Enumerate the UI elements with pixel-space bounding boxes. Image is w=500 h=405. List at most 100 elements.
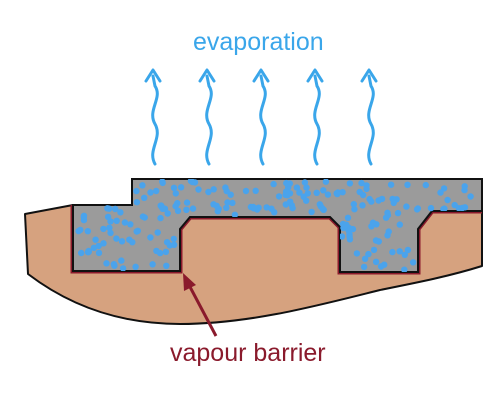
moisture-dot: [444, 196, 451, 204]
moisture-dot: [377, 263, 385, 270]
moisture-dot: [437, 189, 444, 196]
evaporation-arrow-icon: [198, 68, 216, 166]
moisture-dot: [141, 214, 148, 221]
moisture-dot: [183, 206, 190, 213]
moisture-dot: [118, 257, 125, 264]
moisture-dot: [162, 248, 170, 255]
moisture-dot: [461, 186, 468, 194]
moisture-dot: [80, 212, 88, 219]
moisture-dot: [440, 185, 448, 192]
moisture-dot: [287, 198, 294, 205]
moisture-dot: [339, 189, 346, 196]
moisture-dot: [132, 263, 139, 270]
moisture-dot: [365, 250, 372, 258]
moisture-dot: [170, 241, 178, 248]
moisture-dot: [187, 179, 195, 185]
moisture-dot: [210, 201, 217, 208]
moisture-dot: [223, 204, 230, 211]
moisture-dot: [384, 232, 391, 239]
moisture-dot: [95, 242, 102, 250]
moisture-dot: [334, 190, 341, 198]
moisture-dot: [205, 188, 212, 196]
moisture-dot: [126, 236, 133, 243]
moisture-dot: [113, 235, 120, 242]
moisture-dot: [353, 250, 361, 257]
moisture-dot: [271, 209, 278, 216]
moisture-dot: [163, 262, 170, 269]
moisture-dot: [401, 251, 408, 258]
evaporation-arrow-icon: [306, 68, 324, 166]
moisture-dot: [422, 181, 429, 189]
moisture-dot: [359, 202, 366, 209]
pointer-arrow-icon: [183, 273, 218, 337]
moisture-dot: [149, 261, 156, 268]
moisture-dot: [224, 199, 231, 206]
moisture-dots: [75, 179, 474, 272]
moisture-dot: [195, 186, 202, 193]
moisture-dot: [404, 246, 412, 254]
moisture-dot: [229, 199, 236, 207]
moisture-dot: [358, 179, 365, 187]
moisture-dot: [467, 193, 474, 200]
moisture-dot: [451, 201, 458, 209]
moisture-dot: [112, 205, 119, 213]
moisture-dot: [409, 259, 417, 266]
moisture-dot: [78, 249, 85, 257]
moisture-dot: [90, 244, 98, 251]
moisture-dot: [92, 236, 99, 243]
moisture-dot: [313, 189, 320, 196]
moisture-dot: [133, 199, 141, 206]
moisture-dot: [403, 203, 410, 210]
moisture-dot: [361, 255, 369, 262]
moisture-dot: [350, 201, 357, 208]
moisture-dot: [390, 199, 397, 207]
moisture-dot: [121, 219, 129, 226]
moisture-dot: [308, 208, 315, 216]
moisture-dot: [351, 206, 358, 213]
moisture-dot: [461, 204, 469, 211]
moisture-dot: [293, 184, 301, 191]
moisture-dot: [320, 206, 327, 213]
moisture-dot: [127, 221, 134, 228]
moisture-dot: [296, 189, 303, 196]
moisture-dot: [157, 214, 164, 222]
moisture-dot: [170, 184, 178, 191]
moisture-dot: [172, 190, 179, 197]
moisture-dot: [104, 213, 112, 221]
moisture-dot: [117, 209, 124, 216]
moisture-dot: [382, 214, 390, 221]
moisture-dot: [100, 225, 107, 233]
moisture-dot: [356, 188, 363, 196]
moisture-dot: [303, 197, 310, 204]
moisture-dot: [154, 229, 161, 236]
moisture-dot: [141, 194, 148, 201]
moisture-dot: [134, 227, 141, 234]
moisture-dot: [100, 240, 107, 247]
moisture-dot: [85, 247, 92, 255]
moisture-dot: [75, 227, 82, 235]
moisture-dot: [119, 265, 127, 272]
moisture-dot: [252, 187, 259, 194]
moisture-dot: [396, 248, 403, 255]
vapour-barrier-label: vapour barrier: [170, 339, 326, 367]
moisture-dot: [172, 203, 179, 210]
evaporation-arrow-icon: [252, 68, 270, 166]
moisture-dot: [378, 195, 386, 203]
moisture-dot: [347, 225, 354, 233]
moisture-dot: [242, 187, 250, 195]
moisture-dot: [177, 184, 185, 191]
moisture-dot: [107, 229, 114, 237]
moisture-dot: [105, 205, 113, 212]
moisture-dot: [103, 260, 110, 267]
moisture-dot: [110, 261, 118, 268]
moisture-dot: [370, 246, 378, 254]
moisture-dot: [389, 248, 396, 256]
moisture-dot: [427, 204, 435, 212]
moisture-dot: [384, 209, 391, 216]
moisture-dot: [250, 203, 257, 211]
moisture-dot: [223, 187, 230, 195]
moisture-dot: [338, 233, 346, 240]
moisture-dot: [156, 249, 164, 257]
